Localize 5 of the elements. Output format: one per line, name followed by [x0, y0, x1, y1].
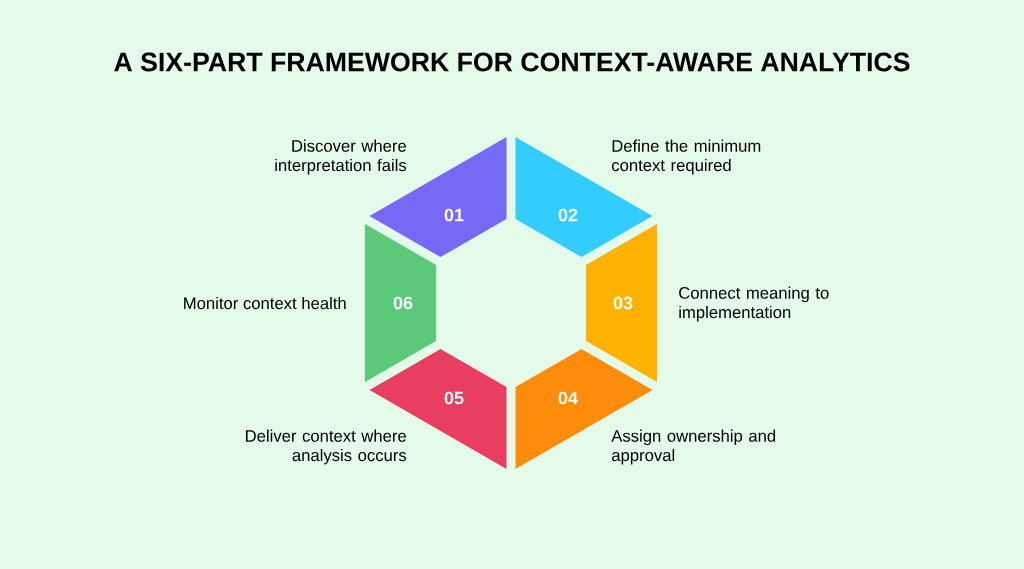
- hexagon-segment: 03: [586, 223, 657, 383]
- step-description: Monitor context health: [184, 296, 346, 310]
- hexagon-segment: 06: [365, 223, 436, 383]
- step-description: Connect meaning to implementation: [679, 286, 829, 322]
- title: A SIX-PART FRAMEWORK FOR CONTEXT-AWARE ANALYTICS: [114, 52, 910, 72]
